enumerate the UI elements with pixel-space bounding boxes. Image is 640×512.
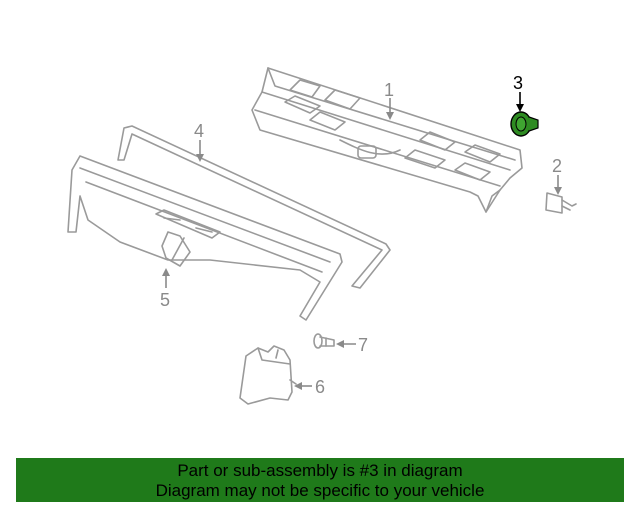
callout-4: 4	[194, 121, 204, 141]
part-5-trim-panel[interactable]	[67, 155, 343, 321]
part-6-bracket[interactable]	[239, 345, 297, 405]
banner-line-2: Diagram may not be specific to your vehi…	[155, 481, 485, 500]
callout-6: 6	[315, 377, 325, 397]
callout-2: 2	[552, 156, 562, 176]
part-3-fastener-highlighted[interactable]	[510, 111, 539, 137]
part-7-push-pin[interactable]	[313, 333, 335, 349]
callout-1: 1	[384, 80, 394, 100]
leader-lines	[162, 92, 562, 390]
part-1-grille[interactable]	[251, 67, 523, 213]
callout-3: 3	[513, 73, 523, 93]
part-4-molding[interactable]	[117, 125, 391, 289]
banner-line-1: Part or sub-assembly is #3 in diagram	[177, 461, 463, 480]
callout-5: 5	[160, 290, 170, 310]
part-2-clip[interactable]	[545, 192, 577, 214]
info-banner: Part or sub-assembly is #3 in diagram Di…	[16, 458, 624, 502]
callout-7: 7	[358, 335, 368, 355]
